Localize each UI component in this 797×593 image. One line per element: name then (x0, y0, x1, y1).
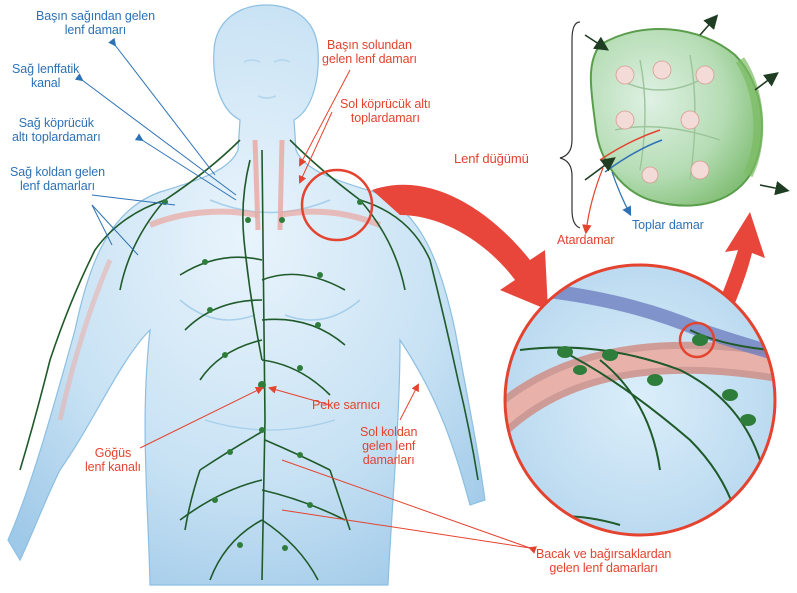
label-thoracic-duct: Göğüs lenf kanalı (85, 446, 141, 474)
zoom-node-highlight (678, 321, 716, 359)
label-line: Sağ köprücük (18, 116, 94, 130)
label-line: kanal (30, 76, 61, 90)
label-cisterna-chyli: Peke sarnıcı (312, 398, 380, 412)
label-line: toplardamarı (350, 111, 420, 125)
label-line: damarları (362, 453, 415, 467)
zoom-arrow (372, 184, 548, 310)
label-right-lymphatic-duct: Sağ lenffatik kanal (12, 62, 79, 90)
label-artery: Atardamar (557, 233, 615, 247)
shoulder-highlight-circle (300, 168, 374, 242)
label-line: Başın solundan (327, 38, 412, 52)
label-line: Toplar damar (632, 218, 704, 232)
human-body (7, 4, 486, 586)
label-left-arm-vessels: Sol koldan gelen lenf damarları (360, 425, 417, 467)
label-line: gelen lenf damarı (322, 52, 417, 66)
label-line: gelen lenf (362, 439, 416, 453)
label-line: gelen lenf damarları (549, 561, 658, 575)
label-line: lenf damarı (64, 23, 127, 37)
lymph-node-illustration (559, 14, 790, 235)
label-line: Göğüs (94, 446, 132, 460)
label-right-arm-vessels: Sağ koldan gelen lenf damarları (10, 165, 105, 193)
zoom-inset (503, 263, 777, 537)
label-line: altı toplardamarı (12, 130, 101, 144)
label-line: Bacak ve bağırsaklardan (536, 547, 672, 561)
label-head-right-vessel: Başın sağından gelen lenf damarı (36, 9, 155, 37)
label-line: Sol koldan (360, 425, 418, 439)
body-lymph-nodes (162, 199, 363, 551)
label-vein: Toplar damar (632, 218, 704, 232)
label-legs-intestines-vessels: Bacak ve bağırsaklardan gelen lenf damar… (536, 547, 671, 575)
label-left-subclavian-vein: Sol köprücük altı toplardamarı (340, 97, 431, 125)
label-head-left-vessel: Başın solundan gelen lenf damarı (322, 38, 417, 66)
label-line: lenf damarları (19, 179, 96, 193)
label-line: Lenf düğümü (454, 151, 529, 166)
label-line: Sağ koldan gelen (10, 165, 106, 179)
label-line: Sol köprücük altı (340, 97, 431, 111)
label-line: Sağ lenffatik (12, 62, 80, 76)
label-line: Peke sarnıcı (312, 398, 381, 412)
label-right-subclavian-vein: Sağ köprücük altı toplardamarı (12, 116, 101, 144)
label-line: Başın sağından gelen (36, 9, 155, 23)
label-line: lenf kanalı (85, 460, 141, 474)
label-lymph-node: Lenf düğümü (454, 152, 529, 166)
label-line: Atardamar (557, 233, 615, 247)
pointer-lines (74, 37, 537, 554)
